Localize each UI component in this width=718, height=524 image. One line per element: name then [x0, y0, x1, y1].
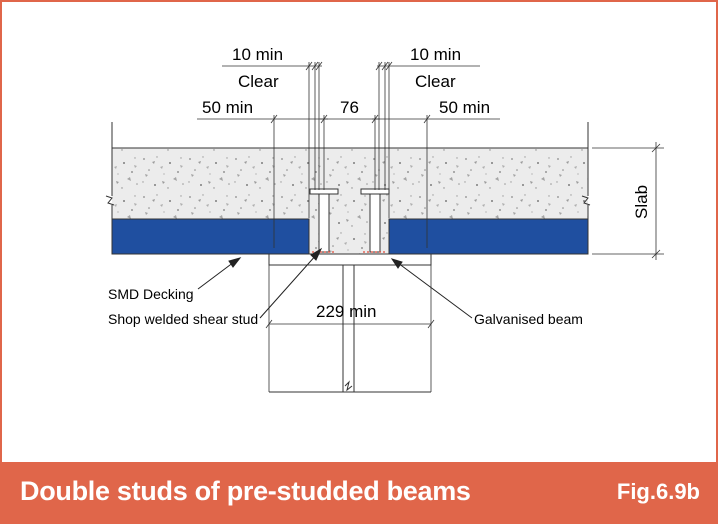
caption-title: Double studs of pre-studded beams [20, 476, 471, 506]
right-edge-dim-label: 50 min [439, 98, 490, 117]
beam-width-dim-label: 229 min [316, 302, 376, 321]
diagram: 10 min Clear 10 min Clear 50 min 76 50 m… [105, 45, 664, 393]
caption-bar: Double studs of pre-studded beams Fig.6.… [2, 462, 716, 522]
shear-stud-label: Shop welded shear stud [108, 311, 258, 327]
dimension-lines [197, 61, 664, 329]
right-clear-word-label: Clear [415, 72, 456, 91]
left-clear-dim-label: 10 min [232, 45, 283, 64]
right-break-mark [581, 122, 591, 254]
decking-label: SMD Decking [108, 286, 194, 302]
left-clear-word-label: Clear [238, 72, 279, 91]
decking-right [388, 218, 589, 255]
beam-label: Galvanised beam [474, 311, 583, 327]
web-break-mark [344, 380, 353, 392]
left-break-mark [105, 122, 115, 254]
stud-spacing-dim-label: 76 [340, 98, 359, 117]
galvanised-beam-shape [268, 253, 432, 393]
decking-left [111, 218, 310, 255]
figure-number: Fig.6.9b [616, 479, 700, 504]
left-edge-dim-label: 50 min [202, 98, 253, 117]
right-clear-dim-label: 10 min [410, 45, 461, 64]
slab-label: Slab [632, 185, 651, 219]
leader-lines [197, 247, 473, 319]
